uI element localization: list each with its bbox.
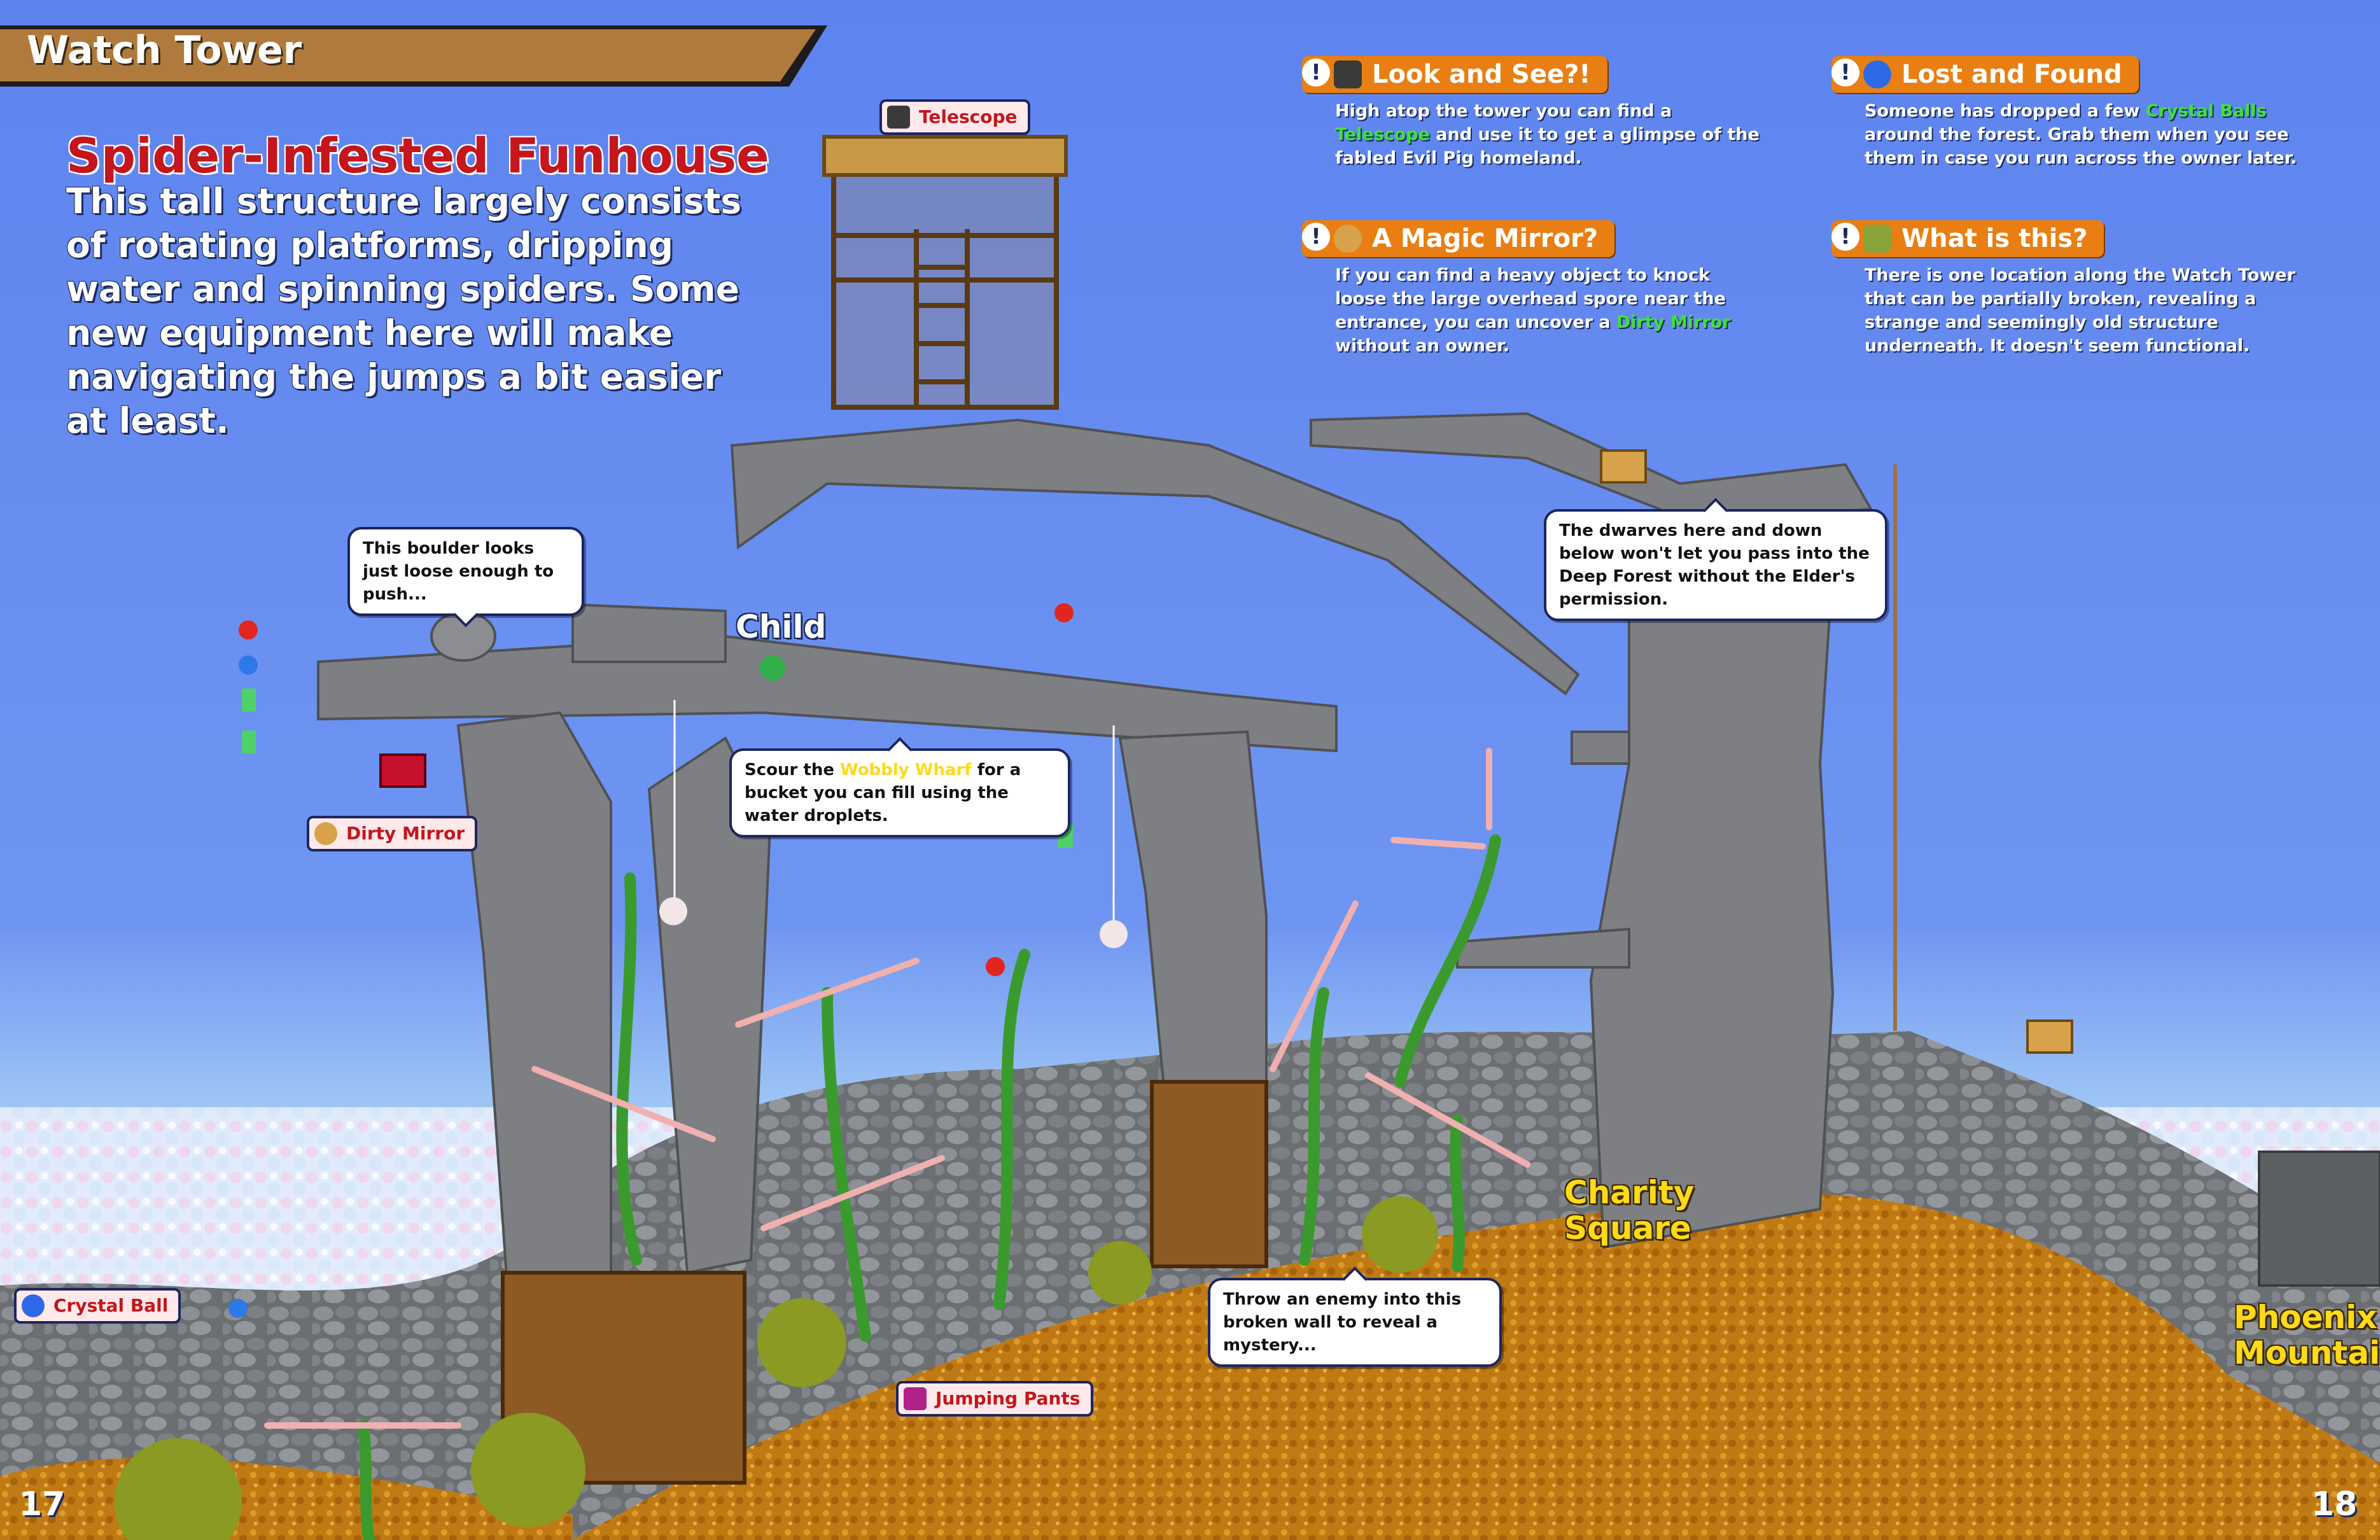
- crystal-ball-icon: [1863, 60, 1891, 88]
- tip-text: High atop the tower you can find a Teles…: [1335, 101, 1760, 168]
- telescope-icon: [887, 106, 910, 129]
- tip-look-and-see: ! Look and See?! High atop the tower you…: [1302, 56, 1760, 170]
- map-label-child: Child: [736, 608, 827, 645]
- callout-broken-wall: Throw an enemy into this broken wall to …: [1208, 1278, 1502, 1367]
- page-number-left: 17: [19, 1485, 66, 1523]
- section-title: Spider-Infested Funhouse: [66, 127, 769, 184]
- exclamation-icon: !: [1831, 59, 1859, 87]
- tip-lost-and-found: ! Lost and Found Someone has dropped a f…: [1831, 56, 2302, 170]
- section-description: This tall structure largely consists of …: [66, 181, 742, 441]
- tip-text: Someone has dropped a few Crystal Balls …: [1865, 101, 2297, 168]
- callout-boulder: This boulder looks just loose enough to …: [347, 527, 584, 616]
- exclamation-icon: !: [1302, 59, 1330, 87]
- item-highlight: Telescope: [1335, 125, 1430, 144]
- callout-wobbly-wharf: Scour the Wobbly Wharf for a bucket you …: [729, 748, 1070, 837]
- page-number-right: 18: [2311, 1485, 2358, 1523]
- map-label-charity-square: Charity Square: [1564, 1174, 1695, 1247]
- mirror-icon: [314, 822, 337, 845]
- location-highlight: Wobbly Wharf: [840, 760, 972, 780]
- pants-icon: [904, 1387, 927, 1410]
- item-label-crystal-ball: Crystal Ball: [14, 1288, 181, 1324]
- tip-title: What is this?: [1901, 224, 2088, 253]
- tip-magic-mirror: ! A Magic Mirror? If you can find a heav…: [1302, 220, 1760, 358]
- header-bar: [0, 25, 827, 87]
- exclamation-icon: !: [1831, 223, 1859, 251]
- telescope-icon: [1334, 60, 1362, 88]
- page-header-title: Watch Tower: [27, 28, 302, 73]
- item-label-telescope: Telescope: [879, 99, 1030, 135]
- tip-header: ! Look and See?!: [1302, 56, 1607, 93]
- tip-text: There is one location along the Watch To…: [1865, 265, 2295, 356]
- chest-icon: [1863, 225, 1891, 253]
- exclamation-icon: !: [1302, 223, 1330, 251]
- item-highlight: Crystal Balls: [2145, 101, 2267, 121]
- callout-dwarves: The dwarves here and down below won't le…: [1544, 509, 1887, 621]
- tip-title: Lost and Found: [1901, 60, 2122, 89]
- crystal-ball-icon: [22, 1294, 45, 1317]
- tip-text: If you can find a heavy object to knock …: [1335, 265, 1731, 356]
- item-label-dirty-mirror: Dirty Mirror: [307, 816, 478, 851]
- tip-header: ! Lost and Found: [1831, 56, 2139, 93]
- tip-title: A Magic Mirror?: [1372, 224, 1599, 253]
- tip-what-is-this: ! What is this? There is one location al…: [1831, 220, 2302, 358]
- tip-header: ! What is this?: [1831, 220, 2104, 257]
- item-label-jumping-pants: Jumping Pants: [896, 1381, 1093, 1417]
- map-label-phoenix-mountain: Phoenix Mountain: [2234, 1299, 2380, 1371]
- mirror-icon: [1334, 225, 1362, 253]
- item-highlight: Dirty Mirror: [1616, 312, 1731, 332]
- tip-title: Look and See?!: [1372, 60, 1591, 89]
- tip-header: ! A Magic Mirror?: [1302, 220, 1615, 257]
